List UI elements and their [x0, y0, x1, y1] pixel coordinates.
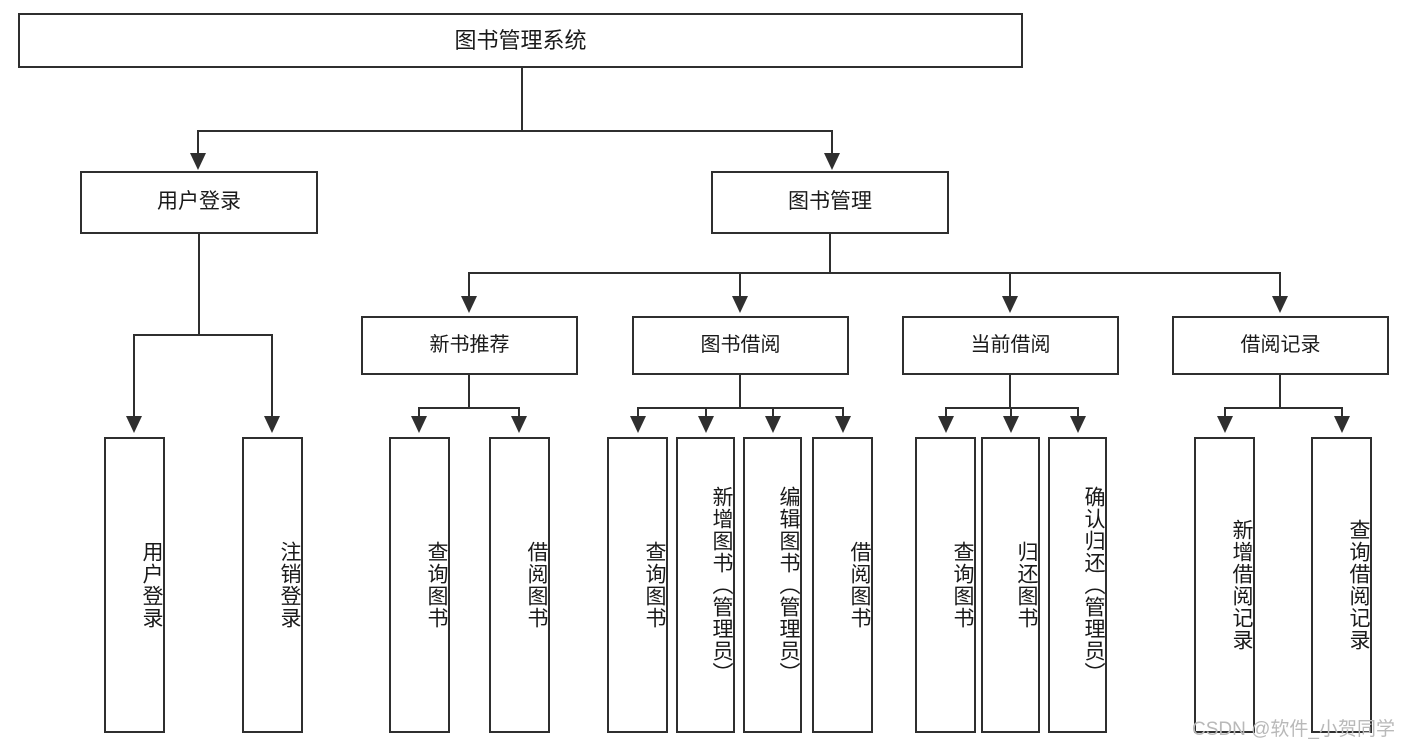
connector-cb-to-leaf-2 [1010, 407, 1012, 419]
connector-nbr-stem [468, 375, 470, 408]
node-leaf-cb-return-book[interactable]: 归还图书 [981, 437, 1040, 733]
node-leaf-bb-borrow-book[interactable]: 借阅图书 [812, 437, 873, 733]
node-borrow-record[interactable]: 借阅记录 [1172, 316, 1389, 375]
connector-bm-to-current-borrow [1009, 272, 1011, 299]
connector-bm-to-borrow-record [1279, 272, 1281, 299]
node-label: 图书管理 [788, 190, 872, 214]
connector-root-to-user-login [197, 130, 199, 156]
node-label: 查询图书 [425, 541, 448, 629]
connector-bb-bus [637, 407, 844, 409]
node-label: 查询借阅记录 [1347, 519, 1370, 651]
connector-nbr-bus [418, 407, 519, 409]
connector-bm-to-book-borrow [739, 272, 741, 299]
connector-user-login-bus [133, 334, 272, 336]
arrowhead-cb-leaf-2 [1003, 416, 1019, 433]
arrowhead-bm-to-book-borrow [732, 296, 748, 313]
node-leaf-br-add-record[interactable]: 新增借阅记录 [1194, 437, 1255, 733]
connector-br-bus [1224, 407, 1342, 409]
arrowhead-bb-leaf-4 [835, 416, 851, 433]
node-leaf-user-login[interactable]: 用户登录 [104, 437, 165, 733]
arrowhead-br-leaf-2 [1334, 416, 1350, 433]
connector-book-manage-stem [829, 234, 831, 273]
connector-bb-stem [739, 375, 741, 408]
node-new-book-recommend[interactable]: 新书推荐 [361, 316, 578, 375]
node-label: 查询图书 [643, 541, 666, 629]
arrowhead-bm-to-new-book [461, 296, 477, 313]
node-label: 借阅记录 [1240, 334, 1321, 356]
node-label: 编辑图书（管理员） [777, 486, 800, 684]
arrowhead-user-login-leaf-1 [126, 416, 142, 433]
node-label: 用户登录 [157, 190, 241, 214]
arrowhead-bm-to-borrow-record [1272, 296, 1288, 313]
node-current-borrow[interactable]: 当前借阅 [902, 316, 1119, 375]
node-leaf-nbr-borrow-book[interactable]: 借阅图书 [489, 437, 550, 733]
connector-root-to-book-manage [831, 130, 833, 156]
connector-cb-to-leaf-1 [945, 407, 947, 419]
node-label: 新书推荐 [429, 334, 510, 356]
connector-bb-to-leaf-4 [842, 407, 844, 419]
arrowhead-user-login-leaf-2 [264, 416, 280, 433]
connector-br-stem [1279, 375, 1281, 408]
connector-book-manage-bus [468, 272, 1281, 274]
connector-nbr-to-leaf-1 [418, 407, 420, 419]
node-leaf-cb-confirm-return[interactable]: 确认归还（管理员） [1048, 437, 1107, 733]
connector-cb-stem [1009, 375, 1011, 408]
node-root-library-system[interactable]: 图书管理系统 [18, 13, 1023, 68]
node-label: 新增图书（管理员） [710, 486, 733, 684]
arrowhead-nbr-leaf-2 [511, 416, 527, 433]
node-leaf-bb-edit-book[interactable]: 编辑图书（管理员） [743, 437, 802, 733]
node-user-login[interactable]: 用户登录 [80, 171, 318, 234]
arrowhead-bb-leaf-3 [765, 416, 781, 433]
node-label: 注销登录 [278, 541, 301, 629]
arrowhead-br-leaf-1 [1217, 416, 1233, 433]
node-leaf-logout[interactable]: 注销登录 [242, 437, 303, 733]
node-leaf-bb-add-book[interactable]: 新增图书（管理员） [676, 437, 735, 733]
node-label: 图书借阅 [700, 334, 781, 356]
arrowhead-bm-to-current-borrow [1002, 296, 1018, 313]
connector-br-to-leaf-1 [1224, 407, 1226, 419]
node-leaf-nbr-query-book[interactable]: 查询图书 [389, 437, 450, 733]
node-label: 当前借阅 [970, 334, 1051, 356]
connector-root-stem [521, 68, 523, 131]
arrowhead-bb-leaf-1 [630, 416, 646, 433]
node-book-borrow[interactable]: 图书借阅 [632, 316, 849, 375]
connector-bb-to-leaf-3 [772, 407, 774, 419]
arrowhead-root-to-book-manage [824, 153, 840, 170]
arrowhead-bb-leaf-2 [698, 416, 714, 433]
arrowhead-cb-leaf-1 [938, 416, 954, 433]
connector-br-to-leaf-2 [1341, 407, 1343, 419]
connector-nbr-to-leaf-2 [518, 407, 520, 419]
node-leaf-cb-query-book[interactable]: 查询图书 [915, 437, 976, 733]
connector-cb-to-leaf-3 [1077, 407, 1079, 419]
arrowhead-root-to-user-login [190, 153, 206, 170]
connector-user-login-stem [198, 234, 200, 335]
connector-bb-to-leaf-2 [705, 407, 707, 419]
node-label: 归还图书 [1015, 541, 1038, 629]
node-leaf-br-query-record[interactable]: 查询借阅记录 [1311, 437, 1372, 733]
node-label: 图书管理系统 [454, 27, 587, 53]
connector-user-login-to-leaf-1 [133, 334, 135, 419]
node-label: 借阅图书 [848, 541, 871, 629]
node-label: 查询图书 [951, 541, 974, 629]
node-book-manage[interactable]: 图书管理 [711, 171, 949, 234]
connector-user-login-to-leaf-2 [271, 334, 273, 419]
node-label: 借阅图书 [525, 541, 548, 629]
connector-root-bus [197, 130, 833, 132]
node-leaf-bb-query-book[interactable]: 查询图书 [607, 437, 668, 733]
arrowhead-nbr-leaf-1 [411, 416, 427, 433]
node-label: 新增借阅记录 [1230, 519, 1253, 651]
connector-bb-to-leaf-1 [637, 407, 639, 419]
node-label: 用户登录 [140, 541, 163, 629]
arrowhead-cb-leaf-3 [1070, 416, 1086, 433]
node-label: 确认归还（管理员） [1082, 486, 1105, 684]
connector-bm-to-new-book [468, 272, 470, 299]
